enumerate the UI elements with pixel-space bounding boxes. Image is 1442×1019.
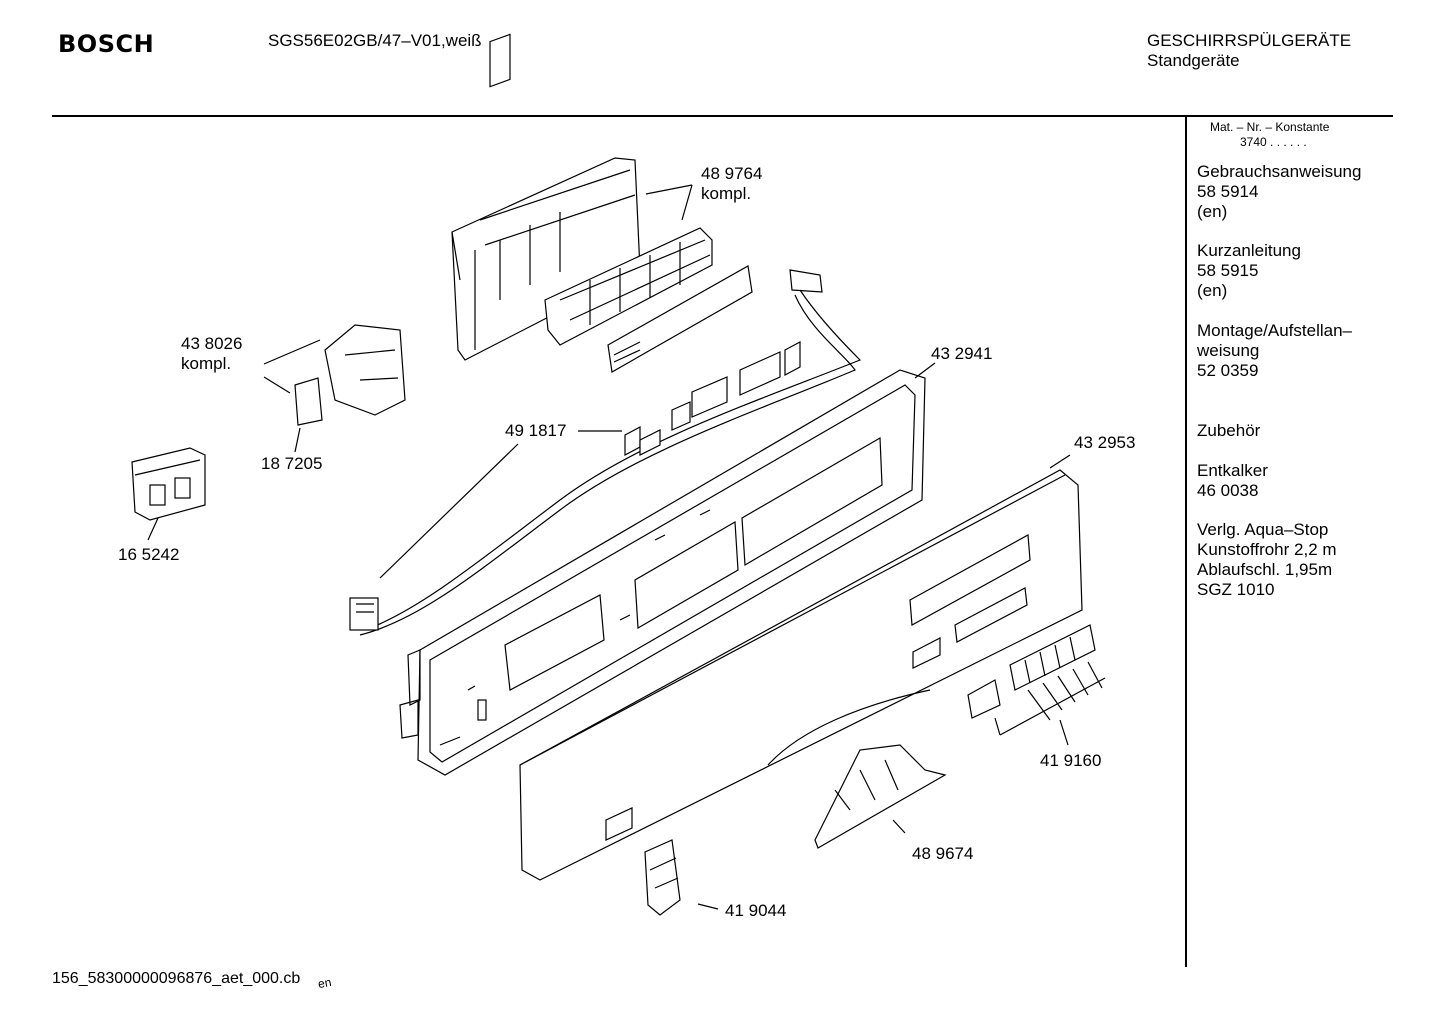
sidebar-item-accessories: Zubehör xyxy=(1197,421,1260,441)
sidebar-item-aquastop-title: Verlg. Aqua–Stop xyxy=(1197,520,1329,539)
control-module-part xyxy=(451,33,713,361)
front-panel-part xyxy=(519,469,1083,881)
latch-part xyxy=(644,839,681,916)
callout-432941: 43 2941 xyxy=(931,344,993,363)
mat-number-label: Mat. – Nr. – Konstante xyxy=(1210,120,1330,134)
sidebar-item-quickguide-number: 58 5915 xyxy=(1197,261,1259,280)
callout-419044: 41 9044 xyxy=(725,901,787,920)
callout-438026: 43 8026 kompl. xyxy=(181,334,242,374)
pump-assembly-part xyxy=(294,324,406,426)
sidebar-item-manual-number: 58 5914 xyxy=(1197,182,1259,201)
sidebar-item-quickguide: Kurzanleitung 58 5915 (en) xyxy=(1197,241,1301,301)
callout-187205: 18 7205 xyxy=(261,454,323,473)
sidebar-item-descaler-title: Entkalker xyxy=(1197,461,1268,480)
footer-suffix: en xyxy=(316,974,333,992)
callout-489764: 48 9764 kompl. xyxy=(701,164,762,204)
leader-lines xyxy=(147,184,1106,910)
callout-438026-number: 43 8026 xyxy=(181,334,243,353)
sidebar-item-quickguide-title: Kurzanleitung xyxy=(1197,241,1301,260)
callout-438026-note: kompl. xyxy=(181,354,232,373)
sidebar-item-aquastop-code: SGZ 1010 xyxy=(1197,580,1275,599)
relay-part xyxy=(131,447,206,521)
sidebar-item-manual-lang: (en) xyxy=(1197,202,1228,221)
mat-number-value: 3740 . . . . . . xyxy=(1240,135,1307,149)
category-title: GESCHIRRSPÜLGERÄTE xyxy=(1147,31,1352,50)
footer-code: 156_58300000096876_aet_000.cb xyxy=(52,970,301,987)
sidebar-item-quickguide-lang: (en) xyxy=(1197,281,1228,300)
callout-165242: 16 5242 xyxy=(118,545,180,564)
sidebar-item-installation-title: Montage/Aufstellan– xyxy=(1197,321,1352,340)
sidebar-item-descaler-number: 46 0038 xyxy=(1197,481,1259,500)
sidebar-item-aquastop: Verlg. Aqua–Stop Kunstoffrohr 2,2 m Abla… xyxy=(1197,520,1337,600)
callout-489764-number: 48 9764 xyxy=(701,164,763,183)
callout-419160: 41 9160 xyxy=(1040,751,1102,770)
callout-432953: 43 2953 xyxy=(1074,433,1136,452)
sidebar-item-accessories-title: Zubehör xyxy=(1197,421,1261,440)
sidebar-item-installation-title-cont: weisung xyxy=(1197,341,1260,360)
callout-491817: 49 1817 xyxy=(505,421,567,440)
model-number: SGS56E02GB/47–V01,weiß xyxy=(268,31,482,50)
brand-logo: BOSCH xyxy=(58,30,155,58)
wiring-harness-part xyxy=(349,269,862,636)
category-subtitle: Standgeräte xyxy=(1147,51,1240,70)
sidebar-item-manual: Gebrauchsanweisung 58 5914 (en) xyxy=(1197,162,1361,222)
sidebar-item-descaler: Entkalker 46 0038 xyxy=(1197,461,1268,501)
sidebar-item-installation-number: 52 0359 xyxy=(1197,361,1259,380)
sidebar-item-installation: Montage/Aufstellan– weisung 52 0359 xyxy=(1197,321,1352,381)
sidebar-item-aquastop-hose: Kunstoffrohr 2,2 m xyxy=(1197,540,1337,559)
sidebar-item-manual-title: Gebrauchsanweisung xyxy=(1197,162,1362,181)
callout-489764-note: kompl. xyxy=(701,184,752,203)
sidebar-item-aquastop-drain: Ablaufschl. 1,95m xyxy=(1197,560,1333,579)
handle-part xyxy=(814,744,947,849)
callout-489674: 48 9674 xyxy=(912,844,974,863)
frame-panel-part xyxy=(399,369,926,776)
button-set-part xyxy=(967,624,1096,719)
